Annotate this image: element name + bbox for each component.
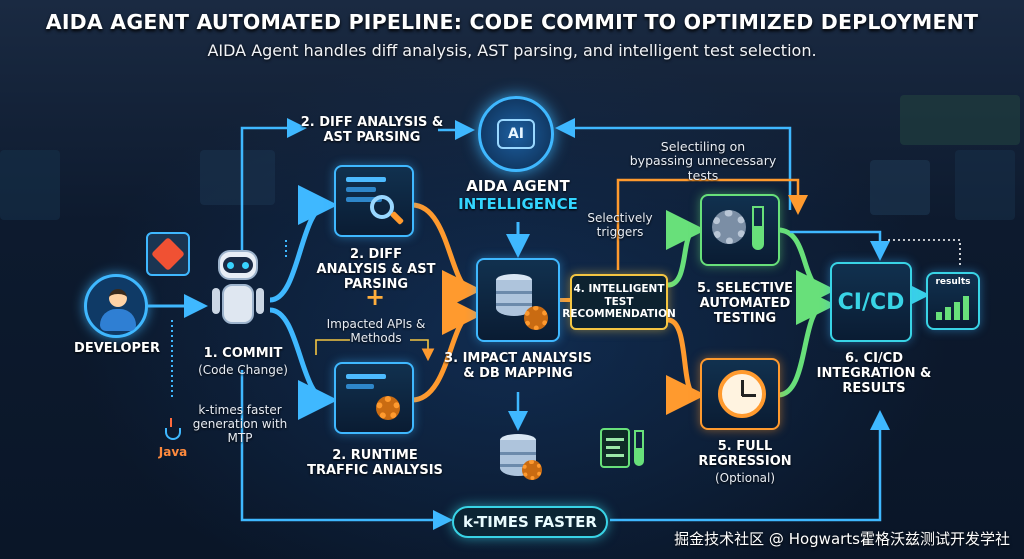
plus-sign: + [364,283,386,311]
java-label: Java [158,445,188,459]
magnifier-icon [370,195,394,219]
commit-label: 1. COMMIT [203,346,283,361]
gear-icon [712,210,746,244]
impact-analysis-label: 3. IMPACT ANALYSIS & DB MAPPING [444,351,592,381]
impact-db-card [476,258,560,342]
k-times-faster-label: k-TIMES FASTER [463,513,597,531]
background-monitor [0,150,60,220]
developer-label: DEVELOPER [74,341,160,356]
k-times-faster-badge: k-TIMES FASTER [452,506,608,538]
background-monitor [900,95,1020,145]
runtime-traffic-card [334,362,414,434]
ai-chip-label: AI [497,119,535,149]
recommendation-label: 4. INTELLIGENT TEST RECOMMENDATION [562,283,676,321]
clock-icon [718,370,766,418]
diff-analysis-mid-label: 2. DIFF ANALYSIS & AST PARSING [316,247,436,292]
runtime-traffic-label: 2. RUNTIME TRAFFIC ANALYSIS [307,448,443,478]
full-regression-label: 5. FULL REGRESSION [698,439,792,469]
aida-agent-title: AIDA AGENT [466,177,570,195]
selective-testing-label: 5. SELECTIVE AUTOMATED TESTING [696,281,794,326]
cicd-card: CI/CD [830,262,912,342]
bypass-note: Selectiling on bypassing unnecessary tes… [629,139,777,183]
gear-icon [524,306,548,330]
mtp-note: k-times faster generation with MTP [192,403,288,445]
diff-analysis-top-label: 2. DIFF ANALYSIS & AST PARSING [300,115,444,145]
code-file-icon [600,428,630,468]
gear-icon [376,396,400,420]
full-regression-sublabel: (Optional) [714,471,776,485]
background-monitor [870,160,930,215]
results-card: results [926,272,980,330]
impacted-apis-note: Impacted APIs & Methods [326,317,426,345]
selective-testing-card [700,194,780,266]
cicd-label: 6. CI/CD INTEGRATION & RESULTS [816,351,932,396]
page-subtitle: AIDA Agent handles diff analysis, AST pa… [207,41,817,60]
robot-icon [208,250,268,340]
background-monitor [200,150,275,205]
test-tube-icon [752,206,764,250]
diff-analysis-card [334,165,414,237]
cicd-chip-label: CI/CD [837,289,905,315]
commit-sublabel: (Code Change) [198,363,288,377]
java-icon [160,418,186,444]
aida-agent-subtitle: INTELLIGENCE [458,195,578,213]
developer-avatar-icon [84,274,148,338]
background-monitor [955,150,1015,220]
results-label: results [935,277,971,287]
selectively-triggers-note: Selectively triggers [587,211,653,239]
git-icon [146,232,190,276]
database-icon [500,434,542,482]
full-regression-card [700,358,780,430]
bar-chart-icon [936,294,972,320]
ai-brain-icon: AI [478,96,554,172]
watermark: 掘金技术社区 @ Hogwarts霍格沃兹测试开发学社 [674,530,1010,548]
page-title: AIDA AGENT AUTOMATED PIPELINE: CODE COMM… [45,10,979,34]
test-tube-icon [634,430,644,466]
intelligent-test-recommendation-box: 4. INTELLIGENT TEST RECOMMENDATION [562,274,676,330]
